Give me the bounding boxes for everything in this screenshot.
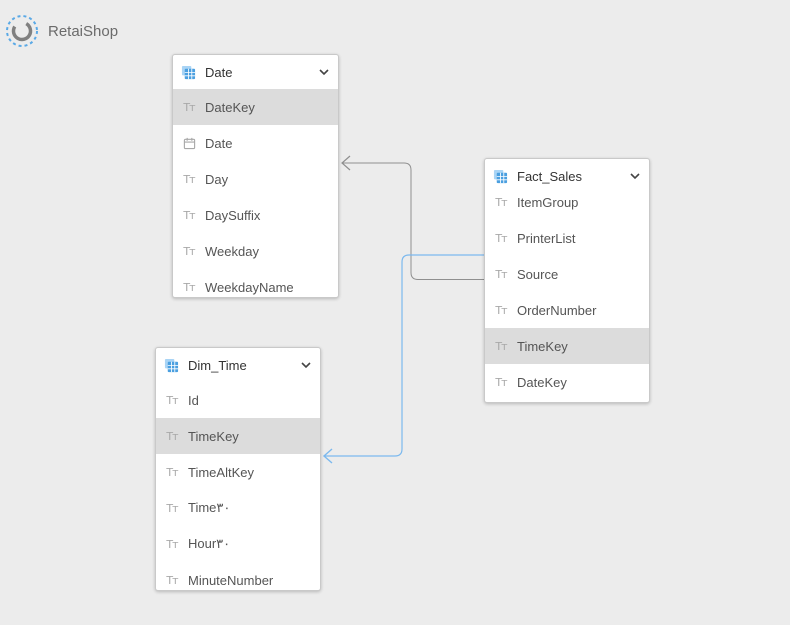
field-label: TimeKey	[517, 338, 568, 354]
field-label: DateKey	[205, 99, 255, 115]
field-label: TimeKey	[188, 428, 239, 444]
field-row-daysuffix[interactable]: Tт DaySuffix	[173, 197, 338, 233]
text-type-icon: Tт	[183, 280, 195, 294]
table-header-fact-sales[interactable]: Fact_Sales	[485, 159, 649, 193]
text-type-icon: Tт	[166, 573, 178, 587]
field-label: Weekday	[205, 243, 259, 259]
relationship-arrow-date	[341, 155, 351, 171]
app-name: RetaiShop	[48, 22, 119, 40]
text-type-icon: Tт	[183, 208, 195, 222]
table-title: Fact_Sales	[517, 168, 583, 184]
text-type-icon: Tт	[166, 393, 178, 407]
table-card-fact-sales[interactable]: Fact_Sales Tт ItemGroup Tт PrinterList T…	[484, 158, 650, 403]
table-header-dim-time[interactable]: Dim_Time	[156, 348, 320, 382]
field-list[interactable]: Tт DateKey Date Tт Day Tт DaySuffix Tт W…	[173, 89, 338, 295]
chevron-down-icon[interactable]	[300, 359, 312, 371]
field-label: Hour۳۰	[188, 536, 231, 551]
field-label: Id	[188, 392, 199, 408]
field-label: DateKey	[517, 374, 567, 390]
field-row-id[interactable]: Tт Id	[156, 382, 320, 418]
field-row-time30[interactable]: Tт Time۳۰	[156, 490, 320, 526]
text-type-icon: Tт	[166, 501, 178, 515]
field-list[interactable]: Tт Id Tт TimeKey Tт TimeAltKey Tт Time۳۰…	[156, 382, 320, 588]
field-label: Date	[205, 135, 233, 151]
field-label: OrderNumber	[517, 302, 597, 318]
field-row-ordernumber[interactable]: Tт OrderNumber	[485, 292, 649, 328]
field-label: Source	[517, 266, 559, 282]
field-row-day[interactable]: Tт Day	[173, 161, 338, 197]
text-type-icon: Tт	[183, 244, 195, 258]
field-label: WeekdayName	[205, 279, 294, 295]
field-label: TimeAltKey	[188, 464, 254, 480]
chevron-down-icon[interactable]	[629, 170, 641, 182]
table-icon	[493, 169, 508, 183]
field-row-timekey[interactable]: Tт TimeKey	[485, 328, 649, 364]
field-row-printerlist[interactable]: Tт PrinterList	[485, 220, 649, 256]
table-card-dim-time[interactable]: Dim_Time Tт Id Tт TimeKey Tт TimeAltKey …	[155, 347, 321, 591]
text-type-icon: Tт	[495, 339, 507, 353]
field-row-itemgroup[interactable]: Tт ItemGroup	[485, 193, 649, 220]
relationship-arrow-dim-time	[322, 448, 333, 464]
field-row-date[interactable]: Date	[173, 125, 338, 161]
field-label: PrinterList	[517, 230, 576, 246]
table-header-date[interactable]: Date	[173, 55, 338, 89]
text-type-icon: Tт	[495, 375, 507, 389]
field-list[interactable]: Tт ItemGroup Tт PrinterList Tт Source Tт…	[485, 193, 649, 400]
field-row-hour30[interactable]: Tт Hour۳۰	[156, 526, 320, 562]
field-row-weekday[interactable]: Tт Weekday	[173, 233, 338, 269]
calendar-icon	[181, 137, 197, 150]
field-label: MinuteNumber	[188, 572, 274, 588]
text-type-icon: Tт	[166, 537, 178, 551]
field-row-source[interactable]: Tт Source	[485, 256, 649, 292]
text-type-icon: Tт	[495, 231, 507, 245]
field-row-timekey[interactable]: Tт TimeKey	[156, 418, 320, 454]
app-logo[interactable]: RetaiShop	[5, 14, 118, 48]
chevron-down-icon[interactable]	[318, 66, 330, 78]
relationship-source-to-dim-time	[324, 254, 484, 457]
field-row-datekey[interactable]: Tт DateKey	[485, 364, 649, 400]
field-label: ItemGroup	[517, 194, 579, 210]
table-title: Dim_Time	[188, 357, 247, 373]
text-type-icon: Tт	[166, 465, 178, 479]
table-card-date[interactable]: Date Tт DateKey Date Tт Day Tт DaySuffix…	[172, 54, 339, 298]
text-type-icon: Tт	[166, 429, 178, 443]
table-icon	[181, 65, 196, 79]
table-title: Date	[205, 64, 233, 80]
text-type-icon: Tт	[495, 195, 507, 209]
relationship-source-to-date	[342, 162, 484, 280]
field-label: Day	[205, 171, 229, 187]
text-type-icon: Tт	[183, 172, 195, 186]
retaishop-logo-icon	[6, 15, 38, 47]
text-type-icon: Tт	[495, 303, 507, 317]
field-label: DaySuffix	[205, 207, 261, 223]
table-icon	[164, 358, 179, 372]
field-row-minutenumber[interactable]: Tт MinuteNumber	[156, 562, 320, 588]
text-type-icon: Tт	[183, 100, 195, 114]
field-row-datekey[interactable]: Tт DateKey	[173, 89, 338, 125]
text-type-icon: Tт	[495, 267, 507, 281]
field-row-timealtkey[interactable]: Tт TimeAltKey	[156, 454, 320, 490]
field-row-weekdayname[interactable]: Tт WeekdayName	[173, 269, 338, 295]
field-label: Time۳۰	[188, 500, 231, 515]
